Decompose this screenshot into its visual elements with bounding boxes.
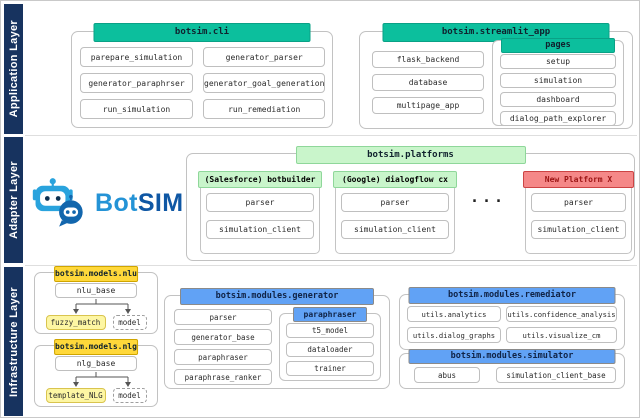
robot-icon (32, 178, 83, 227)
module-box: model (112, 315, 147, 330)
module-box: utils.confidence_analysis (506, 306, 617, 322)
module-box: simulation_client (531, 220, 626, 239)
module-box: parepare_simulation (80, 47, 193, 67)
cli-items: parepare_simulation generator_parser gen… (72, 32, 332, 119)
botsim-modules-simulator-group: botsim.modules.simulator abus simulation… (399, 349, 625, 389)
module-box: abus (414, 367, 480, 383)
module-box: generator_base (174, 329, 272, 345)
group-title: botsim.modules.remediator (408, 287, 616, 304)
module-box: dashboard (500, 92, 616, 107)
layer-label: Adapter Layer (7, 161, 20, 239)
module-box: dataloader (286, 342, 374, 357)
botsim-logo: BotSIM (31, 167, 191, 239)
layer-label: Application Layer (7, 20, 20, 118)
layer-bar-application: Application Layer (4, 4, 23, 134)
botsim-streamlit-app-group: botsim.streamlit_app flask_backend datab… (359, 23, 633, 129)
card-title: New Platform X (523, 171, 634, 188)
module-box: database (372, 74, 484, 91)
module-box: simulation (500, 73, 616, 88)
module-box: generator_paraphrser (80, 73, 193, 93)
module-box: generator_parser (203, 47, 326, 67)
module-box: generator_goal_generation (203, 73, 326, 93)
group-title: paraphraser (293, 307, 367, 322)
branch-arrows (73, 299, 131, 314)
logo-text-bot: Bot (95, 188, 138, 217)
layer-bar-adapter: Adapter Layer (4, 137, 23, 263)
module-box: trainer (286, 361, 374, 376)
module-box: utils.analytics (407, 306, 501, 322)
layer-divider (25, 265, 637, 266)
module-box: simulation_client (206, 220, 314, 239)
group-title: botsim.models.nlu (54, 266, 138, 282)
pages-items: setup simulation dashboard dialog_path_e… (493, 41, 623, 126)
module-box: dialog_path_explorer (500, 111, 616, 126)
layer-divider (25, 135, 637, 136)
group-title: botsim.cli (93, 23, 311, 42)
layer-bar-infrastructure: Infrastructure Layer (4, 267, 23, 416)
module-box: simulation_client (341, 220, 449, 239)
group-title: botsim.platforms (295, 146, 526, 164)
module-box: parser (341, 193, 449, 212)
branch-arrows (73, 372, 131, 387)
group-title: botsim.modules.simulator (408, 349, 616, 364)
platform-card-google: (Google) dialogflow cx parser simulation… (333, 171, 457, 254)
platform-card-new-platform: New Platform X parser simulation_client (523, 171, 634, 254)
card-title: (Google) dialogflow cx (333, 171, 457, 188)
module-box: flask_backend (372, 51, 484, 68)
module-box: parser (206, 193, 314, 212)
botsim-modules-remediator-group: botsim.modules.remediator utils.analytic… (399, 287, 625, 350)
module-box: simulation_client_base (496, 367, 616, 383)
layer-label: Infrastructure Layer (7, 286, 20, 397)
module-box: fuzzy_match (45, 315, 106, 330)
group-title: pages (501, 38, 615, 53)
module-box: multipage_app (372, 97, 484, 114)
module-box: paraphraser (174, 349, 272, 365)
card-title: (Salesforce) botbuilder (198, 171, 322, 188)
botsim-modules-generator-group: botsim.modules.generator parser generato… (164, 288, 390, 389)
module-box: nlg_base (55, 356, 137, 371)
module-box: template_NLG (45, 388, 106, 403)
module-box: run_simulation (80, 99, 193, 119)
module-box: paraphrase_ranker (174, 369, 272, 385)
ellipsis: ... (469, 188, 507, 206)
botsim-models-nlu-group: botsim.models.nlu nlu_base fuzzy_match m… (34, 266, 158, 334)
logo-text-sim: SIM (137, 188, 184, 217)
module-box: nlu_base (55, 283, 137, 298)
module-box: parser (174, 309, 272, 325)
botsim-models-nlg-group: botsim.models.nlg nlg_base template_NLG … (34, 339, 158, 407)
group-title: botsim.models.nlg (54, 339, 138, 355)
logo-wordmark: BotSIM (95, 189, 184, 218)
module-box: utils.dialog_graphs (407, 327, 501, 343)
botsim-cli-group: botsim.cli parepare_simulation generator… (71, 23, 333, 128)
streamlit-items: flask_backend database multipage_app (372, 51, 484, 114)
group-title: botsim.modules.generator (180, 288, 374, 305)
module-box: model (112, 388, 147, 403)
pages-subgroup: pages setup simulation dashboard dialog_… (492, 38, 624, 126)
platform-card-salesforce: (Salesforce) botbuilder parser simulatio… (198, 171, 322, 254)
botsim-platforms-group: botsim.platforms (Salesforce) botbuilder… (186, 146, 635, 261)
module-box: setup (500, 54, 616, 69)
module-box: parser (531, 193, 626, 212)
module-box: t5_model (286, 323, 374, 338)
module-box: utils.visualize_cm (506, 327, 617, 343)
paraphraser-subgroup: paraphraser t5_model dataloader trainer (279, 307, 381, 381)
module-box: run_remediation (203, 99, 326, 119)
